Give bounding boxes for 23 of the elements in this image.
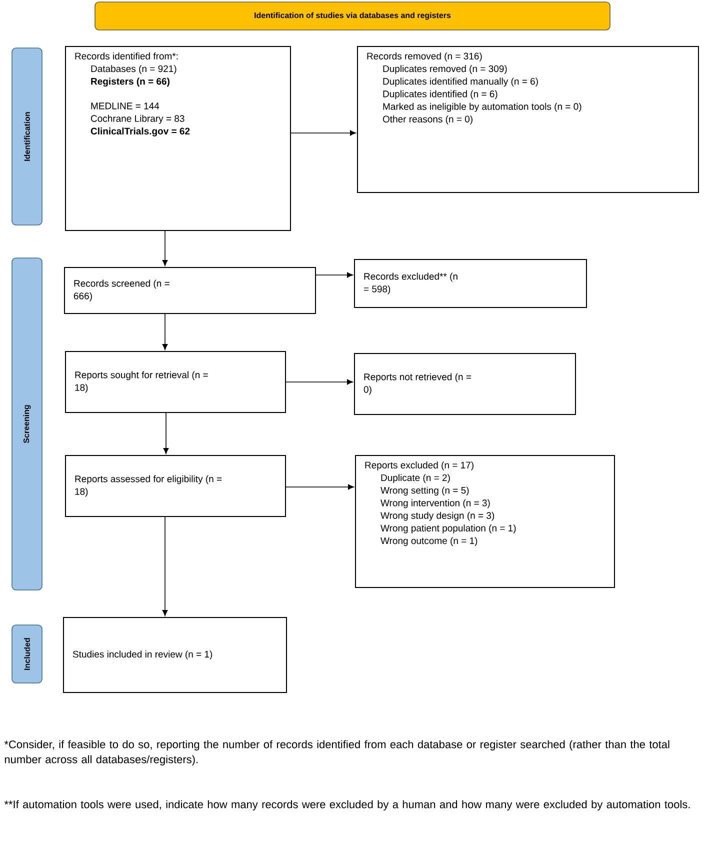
process-box: Records identified from*: Databases (n = 921) Registers (n = 66) MEDLINE = 144 Cochrane Library = 83 ClinicalTrials.gov = 62 [65, 46, 291, 231]
arrow [162, 230, 168, 266]
process-box: Reports assessed for eligibility (n = 18) [65, 455, 286, 517]
phase-band: Identification [12, 48, 42, 226]
footnote: **If automation tools were used, indicate how many records were excluded by a human and how many were excluded by automation tools. [4, 800, 690, 810]
phase-band: Screening [12, 258, 42, 590]
phase-band: Included [12, 624, 42, 684]
arrow [286, 379, 353, 385]
footnote: *Consider, if feasible to do so, reporting the number of records identified from each database or register searched (rather than the total number across all databases/registers). [4, 740, 670, 766]
arrow [316, 272, 353, 278]
arrow [162, 314, 168, 350]
process-box: Records screened (n = 666) [64, 267, 316, 314]
process-box: Studies included in review (n = 1) [63, 617, 287, 693]
process-box: Reports not retrieved (n = 0) [354, 353, 576, 415]
arrow [290, 130, 356, 136]
process-box: Records removed (n = 316) Duplicates removed (n = 309) Duplicates identified manually (n = 6) Duplicates identified (n = 6) Marked as ineligible by automation tools (n = 0) Other reasons (n = 0) [357, 46, 699, 193]
process-box: Records excluded** (n = 598) [354, 259, 587, 308]
arrow [163, 412, 169, 454]
header-banner: Identification of studies via databases and registers [94, 2, 610, 30]
process-box: Reports excluded (n = 17) Duplicate (n = 2) Wrong setting (n = 5) Wrong intervention (n = 3) Wrong study design (n = 3) Wrong patient population (n = 1) Wrong outcome (n = 1) [355, 455, 615, 588]
arrow [286, 484, 354, 490]
arrow [162, 516, 168, 616]
process-box: Reports sought for retrieval (n = 18) [65, 351, 286, 413]
